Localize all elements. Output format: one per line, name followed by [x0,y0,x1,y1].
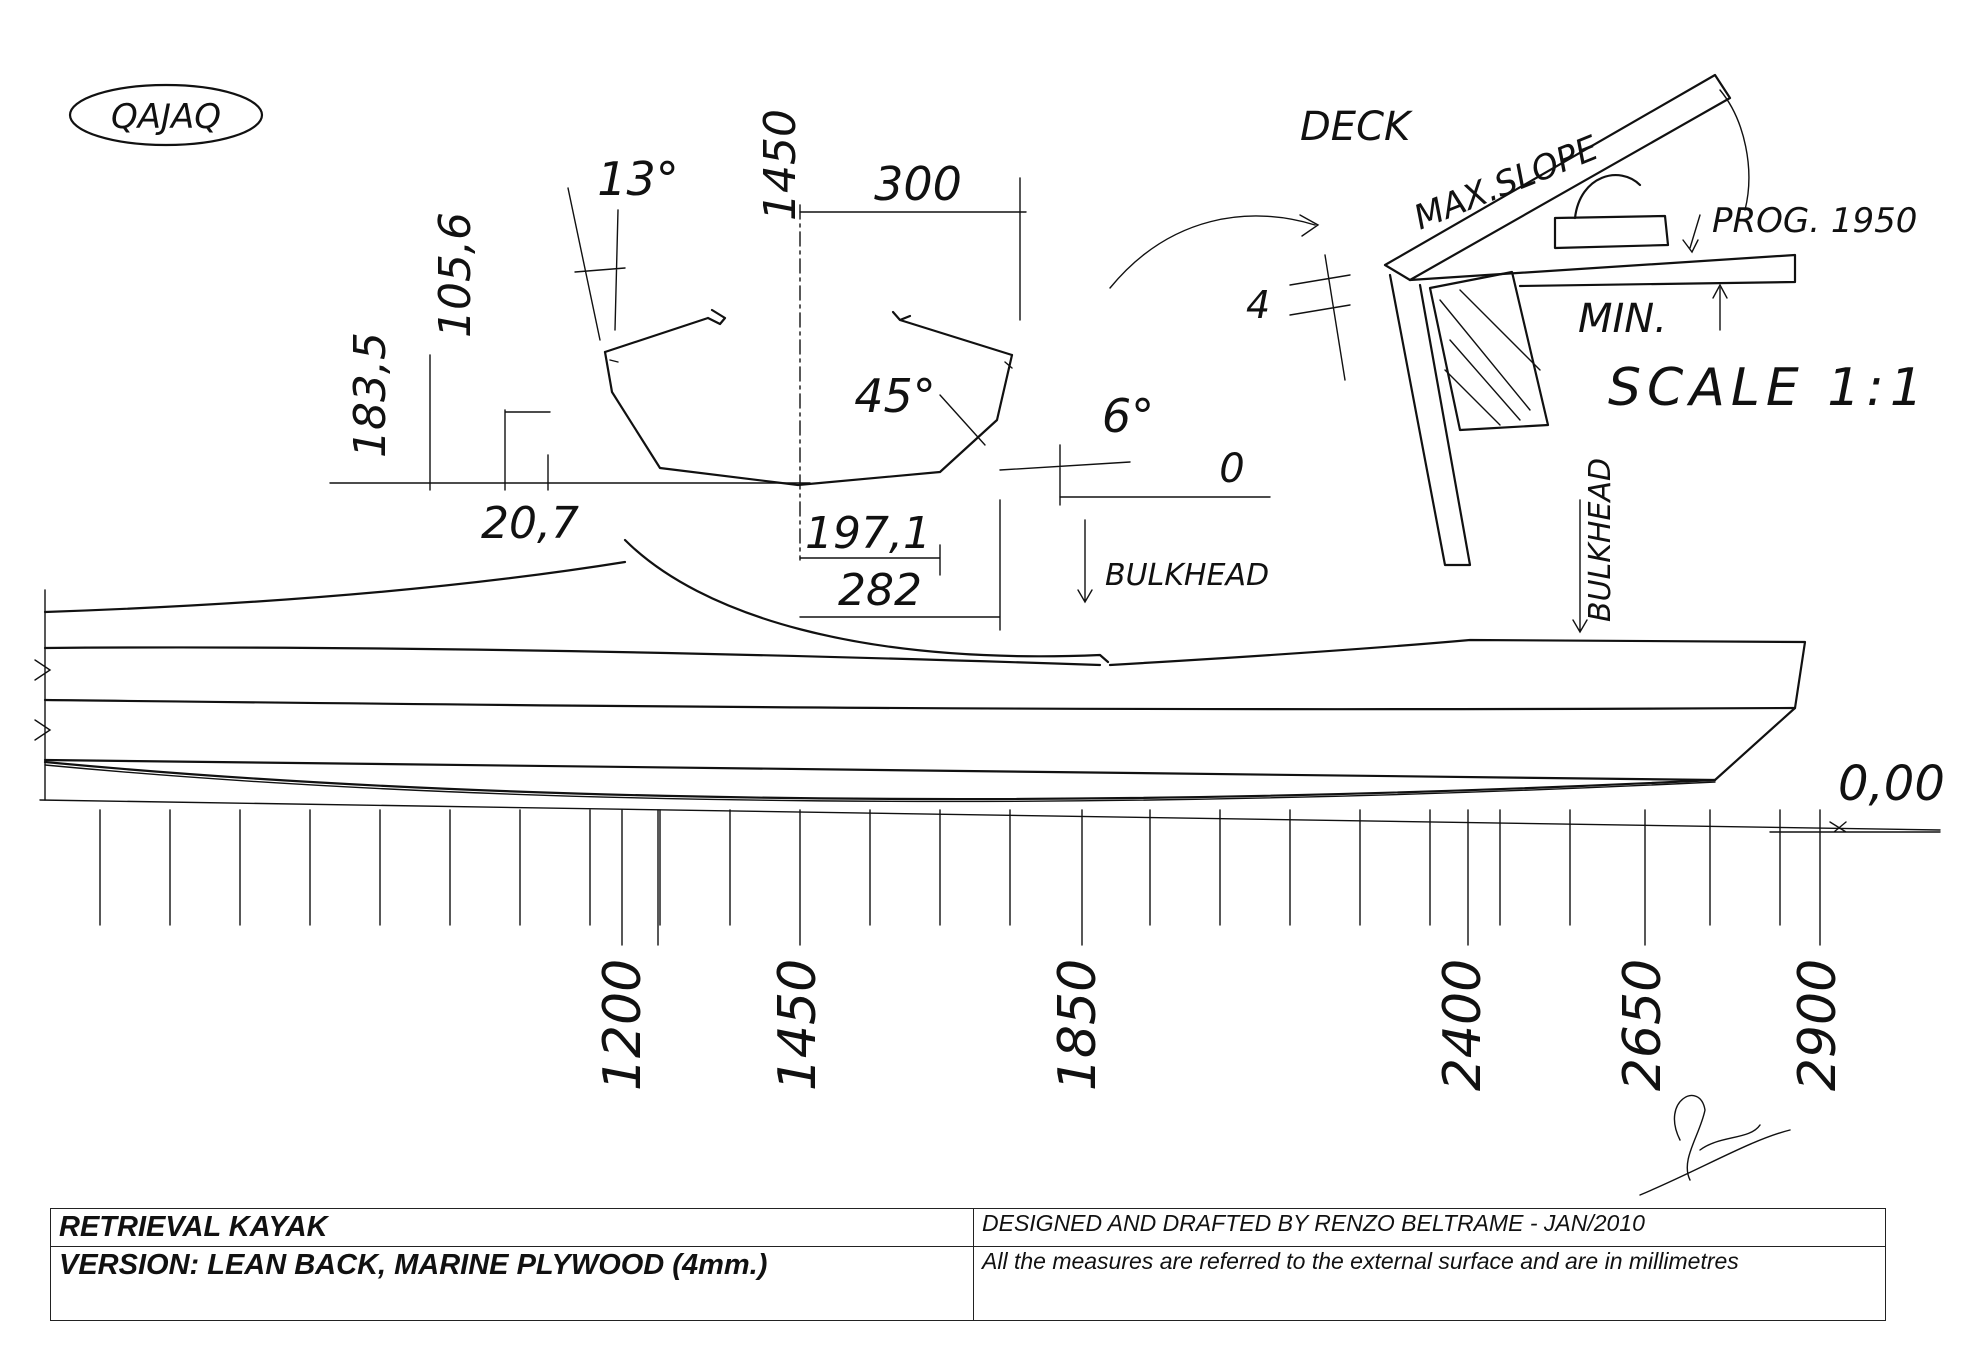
hull-cross-section: 300 1450 13° 45° 6° 0 183,5 105,6 20,7 1… [329,109,1271,631]
dim-197-1: 197,1 [805,508,931,559]
version-cell: VERSION: LEAN BACK, MARINE PLYWOOD (4mm.… [51,1247,974,1320]
dim-20-7: 20,7 [481,498,579,549]
dim-300: 300 [874,157,962,211]
min-label: MIN. [1578,296,1667,342]
station-label-2900: 2900 [1788,959,1848,1091]
dim-1450-vertical: 1450 [755,109,806,221]
title-block: RETRIEVAL KAYAK DESIGNED AND DRAFTED BY … [50,1208,1886,1321]
station-labels: 1200 1450 1850 2400 2650 2900 [593,959,1848,1091]
angle-6: 6° [1102,389,1154,443]
dim-282: 282 [838,565,922,616]
title-cell: RETRIEVAL KAYAK [51,1209,974,1247]
max-slope-label: MAX.SLOPE [1408,128,1604,238]
qajaq-logo: QAJAQ [68,83,264,147]
deck-label: DECK [1300,104,1413,150]
bulkhead-marker-1: BULKHEAD [1077,519,1269,604]
station-label-1450: 1450 [768,959,828,1091]
dim-183-5: 183,5 [345,332,396,458]
designer-cell: DESIGNED AND DRAFTED BY RENZO BELTRAME -… [974,1209,1885,1247]
station-label-2650: 2650 [1613,959,1673,1091]
station-label-1850: 1850 [1048,959,1108,1091]
station-ticks [99,809,1821,946]
detail-pointer-arrow [1109,214,1320,289]
prog-label: PROG. 1950 [1712,201,1917,241]
zero-level-label: 0,00 [1838,756,1945,812]
bulkhead-label-2: BULKHEAD [1583,458,1618,622]
deck-detail: DECK MAX.SLOPE PROG. 1950 MIN. SCALE 1:1… [1246,73,1929,634]
station-label-1200: 1200 [593,959,653,1091]
signature [1639,1094,1791,1196]
note-cell: All the measures are referred to the ext… [982,1248,1739,1274]
angle-13: 13° [597,152,679,206]
station-label-2400: 2400 [1433,959,1493,1091]
dim-0: 0 [1219,446,1244,492]
scale-label: SCALE 1:1 [1608,358,1929,418]
logo-text: QAJAQ [111,97,221,137]
dim-4: 4 [1246,283,1270,327]
dim-105-6: 105,6 [430,212,481,338]
bulkhead-label-1: BULKHEAD [1105,558,1269,593]
kayak-side-profile: 0,00 [34,538,1945,833]
angle-45: 45° [854,369,936,423]
